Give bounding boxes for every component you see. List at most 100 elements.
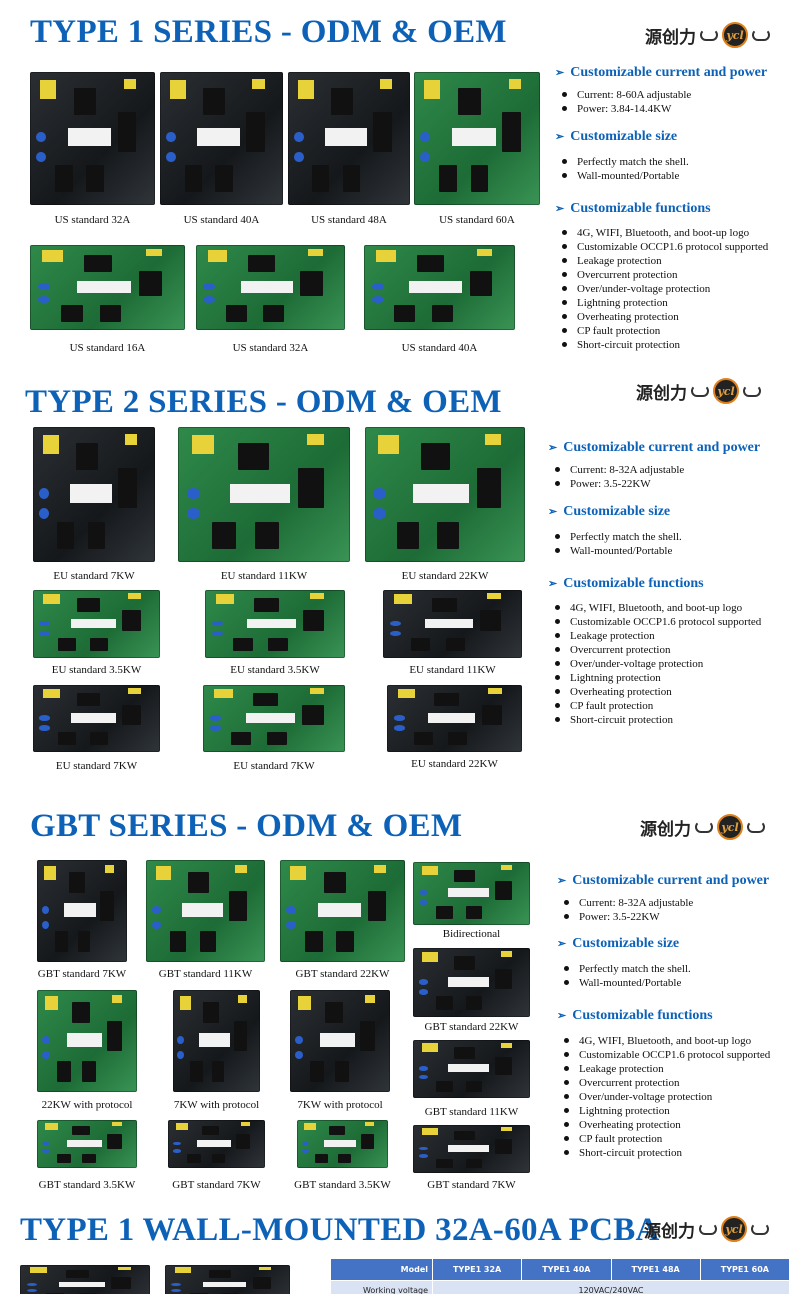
board-component <box>328 1125 346 1136</box>
feature-heading: ➢Customizable functions <box>548 576 704 592</box>
board-component <box>175 1267 192 1273</box>
logo-swoosh-icon <box>699 1223 717 1235</box>
board-component <box>87 521 105 549</box>
pcb-board-image <box>413 862 530 925</box>
product-caption: US standard 48A <box>311 214 387 226</box>
board-component <box>373 865 387 874</box>
feature-item: Leakage protection <box>551 630 655 642</box>
pcb-board-image <box>290 990 390 1092</box>
board-component <box>431 598 457 612</box>
board-component <box>112 1122 122 1127</box>
feature-item: Power: 3.5-22KW <box>560 911 660 923</box>
board-component <box>342 165 360 192</box>
board-component <box>67 1032 102 1048</box>
product-caption: US standard 32A <box>232 342 309 354</box>
board-component <box>453 1046 475 1059</box>
board-component <box>75 443 98 471</box>
board-component <box>155 866 171 881</box>
feature-item: Customizable OCCP1.6 protocol supported <box>558 241 768 253</box>
logo-mark-icon: ycl <box>717 814 743 840</box>
board-component <box>360 1134 375 1149</box>
board-component <box>365 1122 375 1127</box>
feature-item: 4G, WIFI, Bluetooth, and boot-up logo <box>558 227 749 239</box>
board-component <box>418 899 429 905</box>
board-component <box>436 996 453 1011</box>
feature-heading: ➢Customizable current and power <box>557 873 769 889</box>
board-component <box>199 1032 230 1048</box>
board-component <box>373 111 392 152</box>
board-component <box>315 1153 328 1164</box>
board-component <box>107 1134 122 1149</box>
pcb-board-image <box>414 72 540 205</box>
board-component <box>181 902 224 918</box>
board-component <box>286 921 297 930</box>
board-component <box>169 79 186 99</box>
board-component <box>72 1125 90 1136</box>
section-title: TYPE 1 SERIES - ODM & OEM <box>30 14 507 50</box>
board-component <box>240 1122 251 1127</box>
feature-item: Over/under-voltage protection <box>560 1091 712 1103</box>
board-component <box>305 931 323 952</box>
feature-heading-text: Customizable size <box>563 504 671 519</box>
board-component <box>202 1281 247 1288</box>
board-component <box>112 995 122 1004</box>
board-component <box>57 1061 71 1082</box>
board-component <box>393 725 405 731</box>
board-component <box>42 1148 50 1153</box>
board-component <box>420 151 431 163</box>
pcb-board-image <box>413 948 530 1017</box>
header-model: Model <box>330 1258 433 1281</box>
feature-item: Overcurrent protection <box>558 269 677 281</box>
arrow-icon: ➢ <box>555 67 565 79</box>
board-component <box>379 78 392 90</box>
feature-item: 4G, WIFI, Bluetooth, and boot-up logo <box>551 602 742 614</box>
feature-item: Wall-mounted/Portable <box>551 545 672 557</box>
board-component <box>212 521 237 549</box>
board-component <box>302 705 324 726</box>
board-component <box>371 283 384 291</box>
board-component <box>258 1267 272 1271</box>
board-component <box>255 521 280 549</box>
board-component <box>229 483 290 503</box>
board-component <box>58 731 77 746</box>
product-caption: EU standard 3.5KW <box>51 664 142 676</box>
feature-item: Short-circuit protection <box>551 714 673 726</box>
board-component <box>252 78 265 90</box>
board-component <box>69 483 113 503</box>
board-component <box>418 979 429 985</box>
feature-item: Short-circuit protection <box>558 339 680 351</box>
board-component <box>445 637 465 652</box>
board-component <box>65 1269 89 1278</box>
board-component <box>307 433 325 445</box>
board-component <box>477 249 493 257</box>
feature-item: CP fault protection <box>560 1133 662 1145</box>
board-component <box>465 996 483 1011</box>
board-component <box>55 165 73 192</box>
board-component <box>199 931 217 952</box>
board-component <box>99 304 122 322</box>
board-component <box>186 487 201 499</box>
product-caption: EU standard 22KW <box>401 570 489 582</box>
board-component <box>171 1283 182 1287</box>
board-component <box>458 87 481 115</box>
section-title: TYPE 2 SERIES - ODM & OEM <box>25 384 502 420</box>
board-component <box>64 902 96 918</box>
board-component <box>485 433 501 445</box>
row-value: 120VAC/240VAC <box>432 1280 790 1294</box>
board-component <box>58 637 77 652</box>
board-component <box>494 880 513 900</box>
feature-item: Overcurrent protection <box>560 1077 679 1089</box>
pcb-board-image <box>168 1120 265 1168</box>
feature-item: Perfectly match the shell. <box>558 156 689 168</box>
board-component <box>337 1153 351 1164</box>
board-component <box>424 618 474 629</box>
board-component <box>324 127 368 147</box>
board-component <box>436 1158 453 1169</box>
board-component <box>225 304 247 322</box>
board-component <box>179 996 192 1011</box>
board-component <box>37 283 51 291</box>
feature-item: Customizable OCCP1.6 protocol supported <box>560 1049 770 1061</box>
header-type1-48a: TYPE1 48A <box>610 1258 701 1281</box>
